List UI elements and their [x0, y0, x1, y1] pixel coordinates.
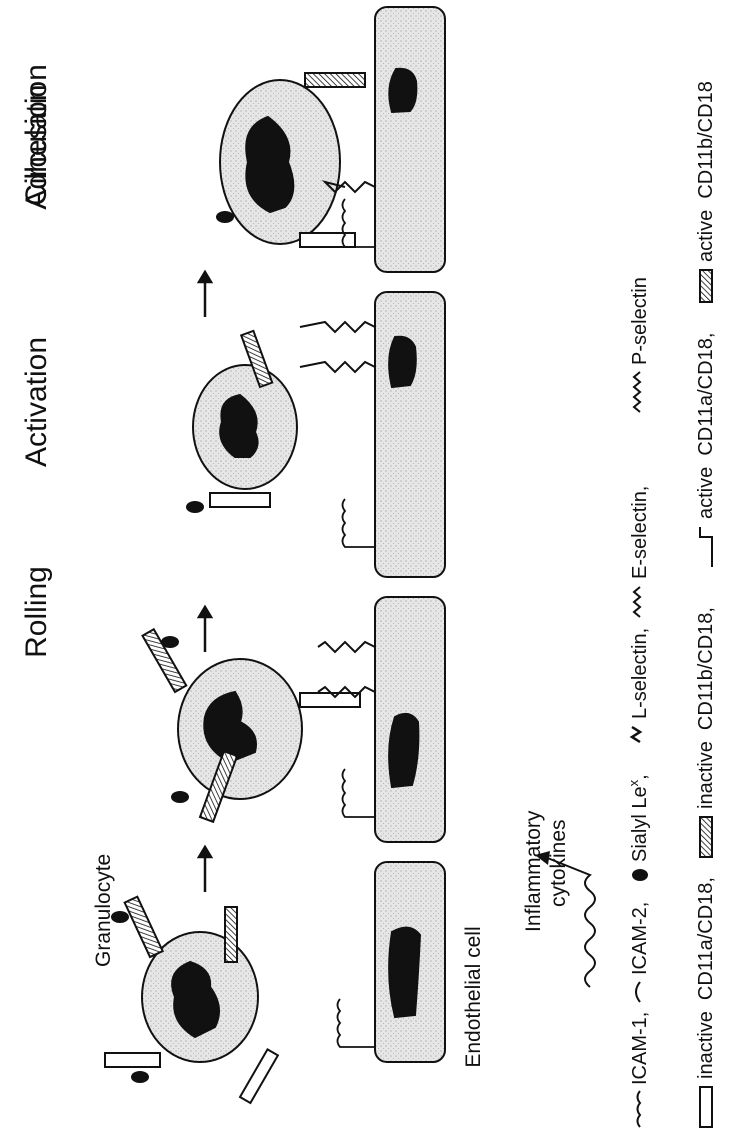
icam2-icon [636, 982, 640, 1002]
legend-sialyl: Sialyl Lex, [626, 774, 651, 881]
stage-title-activation: Activation [20, 337, 53, 467]
legend-row-2: inactive CD11a/CD18, inactive CD11b/CD18… [695, 81, 717, 1127]
svg-text:ICAM-1,: ICAM-1, [629, 1012, 651, 1085]
legend-l-selectin: L-selectin, [629, 628, 651, 742]
p-selectin-activation [300, 322, 375, 332]
endothelial-cell-4 [375, 7, 445, 272]
legend-active-cd11a: active CD11a/CD18, [695, 333, 717, 567]
legend-inactive-cd11b: inactive CD11b/CD18, [695, 607, 717, 857]
endothelial-cell-3 [375, 292, 445, 577]
granulocyte-activation [193, 331, 297, 507]
granulocyte-label: Granulocyte [92, 854, 115, 967]
icam1-icon [638, 1091, 641, 1127]
icam1-act-1 [343, 499, 376, 547]
active-cd11b-icon [700, 270, 712, 302]
legend-row-1: ICAM-1, ICAM-2, Sialyl Lex, L-selectin, … [626, 277, 651, 1127]
legend-icam2: ICAM-2, [629, 902, 651, 1002]
svg-text:P-selectin: P-selectin [629, 277, 651, 365]
svg-text:Sialyl Lex,: Sialyl Lex, [626, 774, 651, 862]
p-selectin-icon [634, 372, 640, 412]
arrow-circ-to-roll [199, 847, 211, 892]
svg-text:active CD11a/CD18,: active CD11a/CD18, [695, 333, 717, 519]
endothelial-nucleus-1 [389, 928, 420, 1017]
granulocyte-circulation [105, 897, 278, 1103]
stage-title-rolling: Rolling [20, 566, 53, 658]
legend-p-selectin: P-selectin [629, 277, 651, 412]
icam1-circ [338, 999, 376, 1047]
sialyl-lex-icon [632, 869, 648, 881]
inactive-cd11b-icon [700, 817, 712, 857]
svg-text:inactive CD11b/CD18,: inactive CD11b/CD18, [695, 607, 717, 809]
active-cd11a-icon [700, 527, 712, 567]
selectin-zigzags [300, 182, 375, 697]
arrow-roll-to-act [199, 607, 211, 652]
arrow-act-to-adh [199, 272, 211, 317]
cytokines-label-line1: Inflammatory [522, 810, 545, 932]
svg-text:ICAM-2,: ICAM-2, [629, 902, 651, 975]
endothelial-nucleus-2 [389, 714, 418, 787]
endothelial-nucleus-3 [389, 337, 416, 387]
legend-inactive-cd11a: inactive CD11a/CD18, [695, 877, 717, 1127]
endothelial-nucleus-4 [389, 69, 416, 112]
p-selectin-rolling [318, 642, 375, 652]
e-selectin-activation [300, 362, 375, 372]
rotated-figure: Circulation Rolling Activation Adhesion [20, 7, 717, 1127]
svg-text:L-selectin,: L-selectin, [629, 628, 651, 719]
l-selectin-icon [632, 727, 640, 742]
endothelial-layer [375, 7, 445, 1062]
stage-title-adhesion: Adhesion [20, 84, 53, 209]
legend-e-selectin: E-selectin, [629, 486, 651, 617]
legend-icam1: ICAM-1, [629, 1012, 651, 1127]
svg-text:inactive CD11a/CD18,: inactive CD11a/CD18, [695, 877, 717, 1079]
legend-active-cd11b: active CD11b/CD18 [695, 81, 717, 302]
svg-text:active CD11b/CD18: active CD11b/CD18 [695, 81, 717, 262]
icam1-molecules [338, 199, 376, 1047]
inactive-cd11a-icon [700, 1087, 712, 1127]
icam1-roll-1 [343, 769, 376, 817]
svg-text:E-selectin,: E-selectin, [629, 486, 651, 579]
endothelial-label: Endothelial cell [462, 926, 485, 1067]
e-selectin-icon [634, 587, 640, 617]
